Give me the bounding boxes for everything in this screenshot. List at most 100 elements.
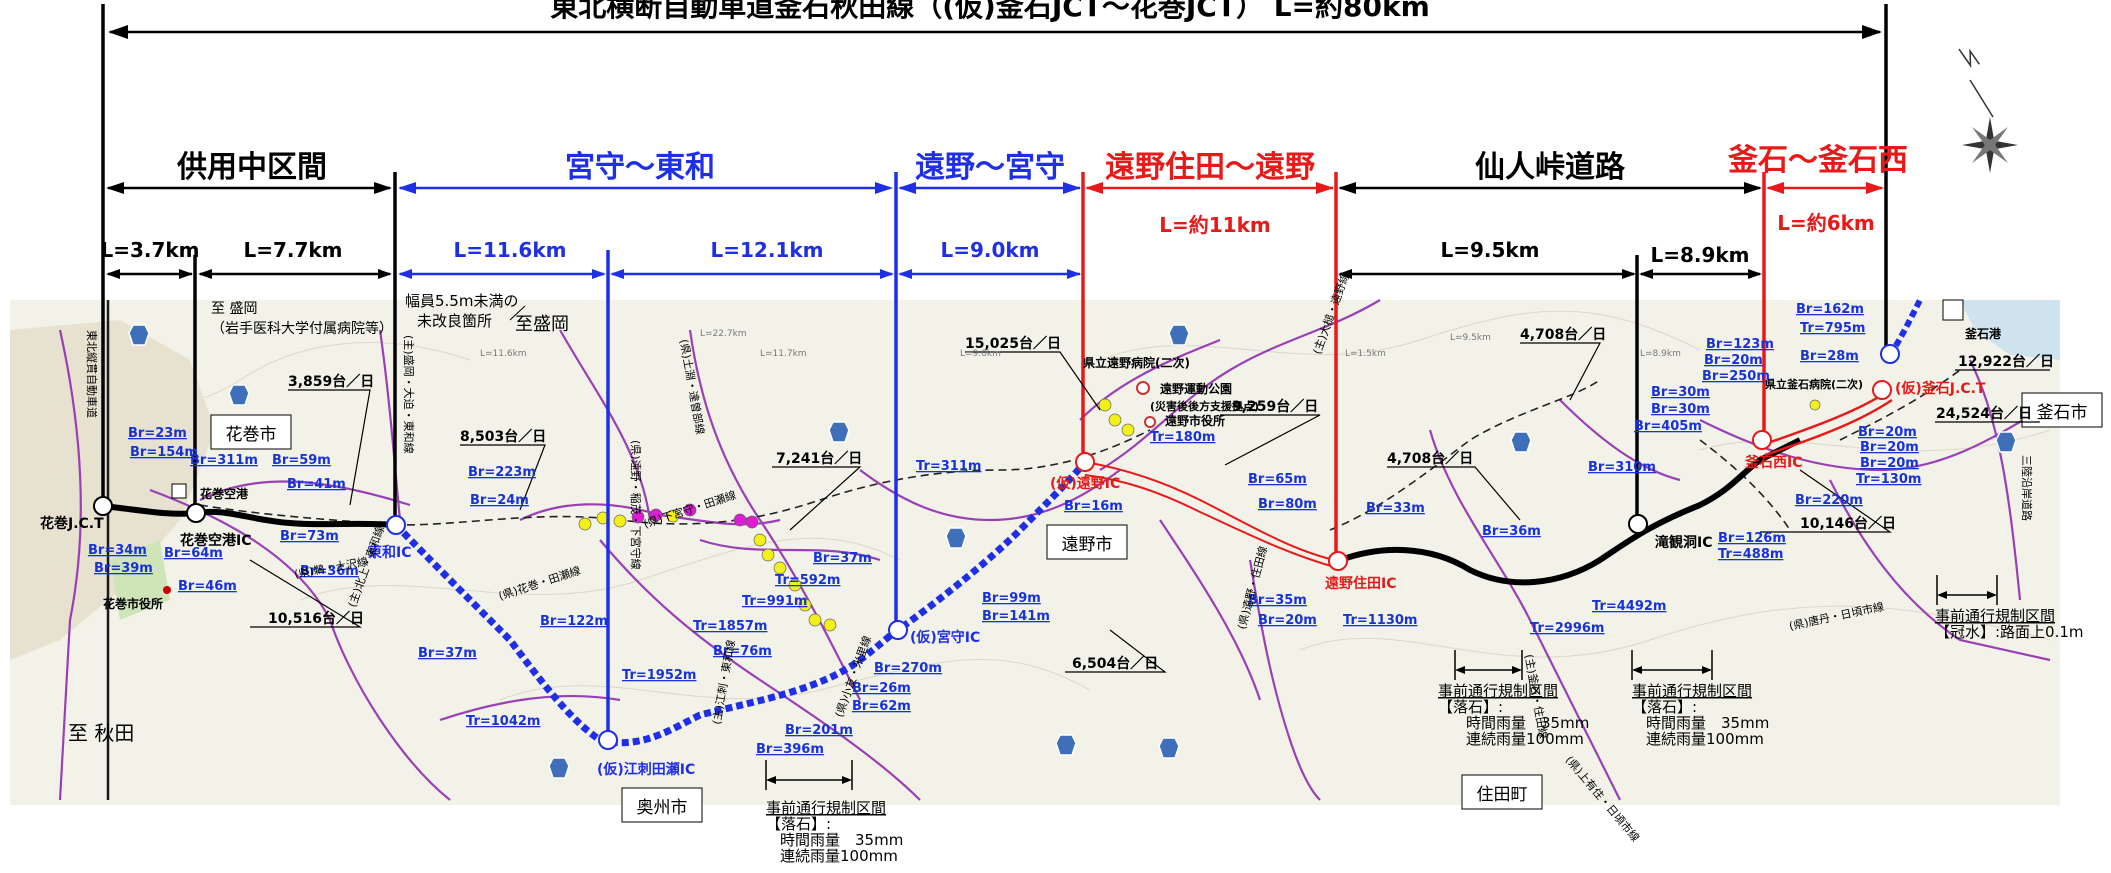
reg-kamaishi-2: 【冠水】:路面上0.1m: [1935, 623, 2084, 641]
bridge-label: Br=122m: [540, 614, 608, 629]
traffic-12: 10,146台／日: [1800, 515, 1896, 532]
route-planned-red-section-a: [1084, 461, 1339, 562]
length-l3: L=11.6km: [454, 238, 567, 262]
reg-kamaishi-1: 事前通行規制区間: [1935, 607, 2055, 625]
bridge-label: Br=76m: [713, 644, 772, 659]
bridge-label: Br=34m: [88, 543, 147, 558]
map-background: [10, 300, 2060, 805]
bridge-label: Br=154m: [130, 445, 198, 460]
map-title: 東北横断自動車道釜石秋田線（(仮)釜石JCT～花巻JCT） L=約80km: [550, 0, 1430, 23]
regulation-esashi: 事前通行規制区間 【落石】: 時間雨量 35mm 連続雨量100mm: [765, 760, 903, 865]
traffic-6: 6,504台／日: [1072, 655, 1158, 672]
length-l1: L=3.7km: [100, 238, 199, 262]
bridge-label: Tr=1952m: [622, 668, 696, 683]
length-l2: L=7.7km: [243, 238, 342, 262]
to-morioka: 至盛岡: [515, 314, 569, 335]
bridge-label: Br=16m: [1064, 499, 1123, 514]
route-name-16: 三陸沿岸道路: [2020, 455, 2034, 521]
leader-line: [509, 305, 526, 321]
length-l7: L=9.5km: [1440, 238, 1539, 262]
svg-text:L=1.5km: L=1.5km: [1345, 349, 1386, 359]
bridge-label: Br=36m: [300, 564, 359, 579]
reg-esashi-3: 時間雨量 35mm: [780, 831, 903, 849]
kamaishi-port: 釜石港: [1964, 326, 2002, 341]
length-l6: L=約11km: [1159, 213, 1270, 237]
bridge-label: Br=73m: [280, 529, 339, 544]
place-oshu: 奥州市: [637, 798, 688, 818]
bridge-label: Br=80m: [1258, 497, 1317, 512]
bridge-label: Br=162m: [1796, 302, 1864, 317]
length-l9: L=約6km: [1777, 211, 1875, 235]
bridge-label: Br=311m: [190, 453, 258, 468]
bridge-label: Br=62m: [852, 699, 911, 714]
tono-hospital: 県立遠野病院(二次): [1083, 355, 1190, 370]
bridge-label: Tr=4492m: [1592, 599, 1666, 614]
bridge-label: Br=223m: [468, 465, 536, 480]
bridge-label: Tr=180m: [1150, 430, 1215, 445]
ic-kamaishi-jct: (仮)釜石J.C.T: [1895, 380, 1986, 397]
bridge-label: Br=20m: [1258, 613, 1317, 628]
kamaishi-hospital: 県立釜石病院(二次): [1765, 377, 1863, 391]
tono-city-hall: 遠野市役所: [1165, 413, 1225, 428]
reg-takimikura-2: 【落石】:: [1632, 698, 1697, 716]
bridge-label: Br=270m: [874, 661, 942, 676]
bridge-label: Tr=311m: [916, 459, 981, 474]
tono-park-2: (災害後後方支援拠点): [1150, 399, 1259, 413]
bridge-label: Br=99m: [982, 591, 1041, 606]
bridge-label: Tr=130m: [1856, 472, 1921, 487]
existing-national-road-dashed: [199, 369, 1961, 531]
bridge-label: Tr=488m: [1718, 547, 1783, 562]
section-title-sumita-tono: 遠野住田～遠野: [1105, 150, 1315, 185]
place-hanamaki: 花巻市: [226, 425, 277, 445]
traffic-8: 4,708台／日: [1387, 450, 1473, 467]
ic-miyamori: (仮)宮守IC: [910, 629, 980, 646]
ic-hanamaki-airport: 花巻空港IC: [180, 532, 251, 549]
section-markers: [193, 172, 1766, 740]
traffic-10: 12,922台／日: [1958, 353, 2054, 370]
traffic-11: 24,524台／日: [1936, 405, 2032, 422]
traffic-5: 15,025台／日: [965, 335, 1061, 352]
traffic-7: 9,259台／日: [1232, 398, 1318, 415]
city-hall-icon: [163, 586, 171, 594]
section-title-tono-miyamori: 遠野～宮守: [915, 150, 1065, 185]
ic-esashi: (仮)江刺田瀬IC: [597, 761, 695, 778]
reg-takimikura-4: 連続雨量100mm: [1646, 730, 1764, 748]
place-tono: 遠野市: [1062, 535, 1113, 555]
national-route-shield-icon: [128, 324, 2017, 779]
map-inner-lengths: L=22.7km L=11.6km L=11.7km L=1.5km L=9.5…: [480, 329, 1681, 359]
bridge-label: Br=20m: [1860, 456, 1919, 471]
to-morioka-hospital-2: （岩手医科大学付属病院等）: [211, 320, 393, 337]
airport-label: 花巻空港: [200, 486, 249, 501]
bridge-label: Br=23m: [128, 426, 187, 441]
kamaishi-bay: [1960, 300, 2060, 360]
reg-sumita-2: 【落石】:: [1438, 698, 1503, 716]
section-title-sennin: 仙人峠道路: [1475, 150, 1626, 185]
route-name-2: (主)盛岡・大迫・東和線: [402, 335, 416, 454]
bridge-label: Br=123m: [1706, 337, 1774, 352]
reg-esashi-4: 連続雨量100mm: [780, 847, 898, 865]
svg-text:L=11.6km: L=11.6km: [480, 349, 527, 359]
bridge-label: Br=20m: [1858, 425, 1917, 440]
bridge-label: Tr=1130m: [1343, 613, 1417, 628]
bridge-label: Br=35m: [1248, 593, 1307, 608]
ic-kamaishi-nishi: 釜石西IC: [1744, 454, 1802, 471]
regulation-sumita: 事前通行規制区間 【落石】: 時間雨量 35mm 連続雨量100mm: [1438, 650, 1589, 748]
bridge-label: Tr=795m: [1800, 321, 1865, 336]
section-title-kyoyou: 供用中区間: [176, 150, 327, 185]
park-icon: [1136, 381, 1150, 395]
ic-towa: 東和IC: [368, 544, 411, 561]
reg-takimikura-1: 事前通行規制区間: [1632, 682, 1752, 700]
regulation-kamaishi: 事前通行規制区間 【冠水】:路面上0.1m: [1935, 575, 2084, 641]
svg-text:L=8.9km: L=8.9km: [1640, 349, 1681, 359]
bridge-label: Br=201m: [785, 723, 853, 738]
ic-tono: (仮)遠野IC: [1050, 475, 1120, 492]
reg-sumita-3: 時間雨量 35mm: [1466, 714, 1589, 732]
ic-tono-sumita: 遠野住田IC: [1325, 575, 1396, 592]
svg-text:L=22.7km: L=22.7km: [700, 329, 747, 339]
bridge-label: Tr=1042m: [466, 714, 540, 729]
bridge-label: Br=41m: [287, 477, 346, 492]
reg-esashi-1: 事前通行規制区間: [766, 799, 886, 817]
traffic-9: 4,708台／日: [1520, 326, 1606, 343]
narrow-road-note-1: 幅員5.5m未満の: [405, 292, 518, 310]
